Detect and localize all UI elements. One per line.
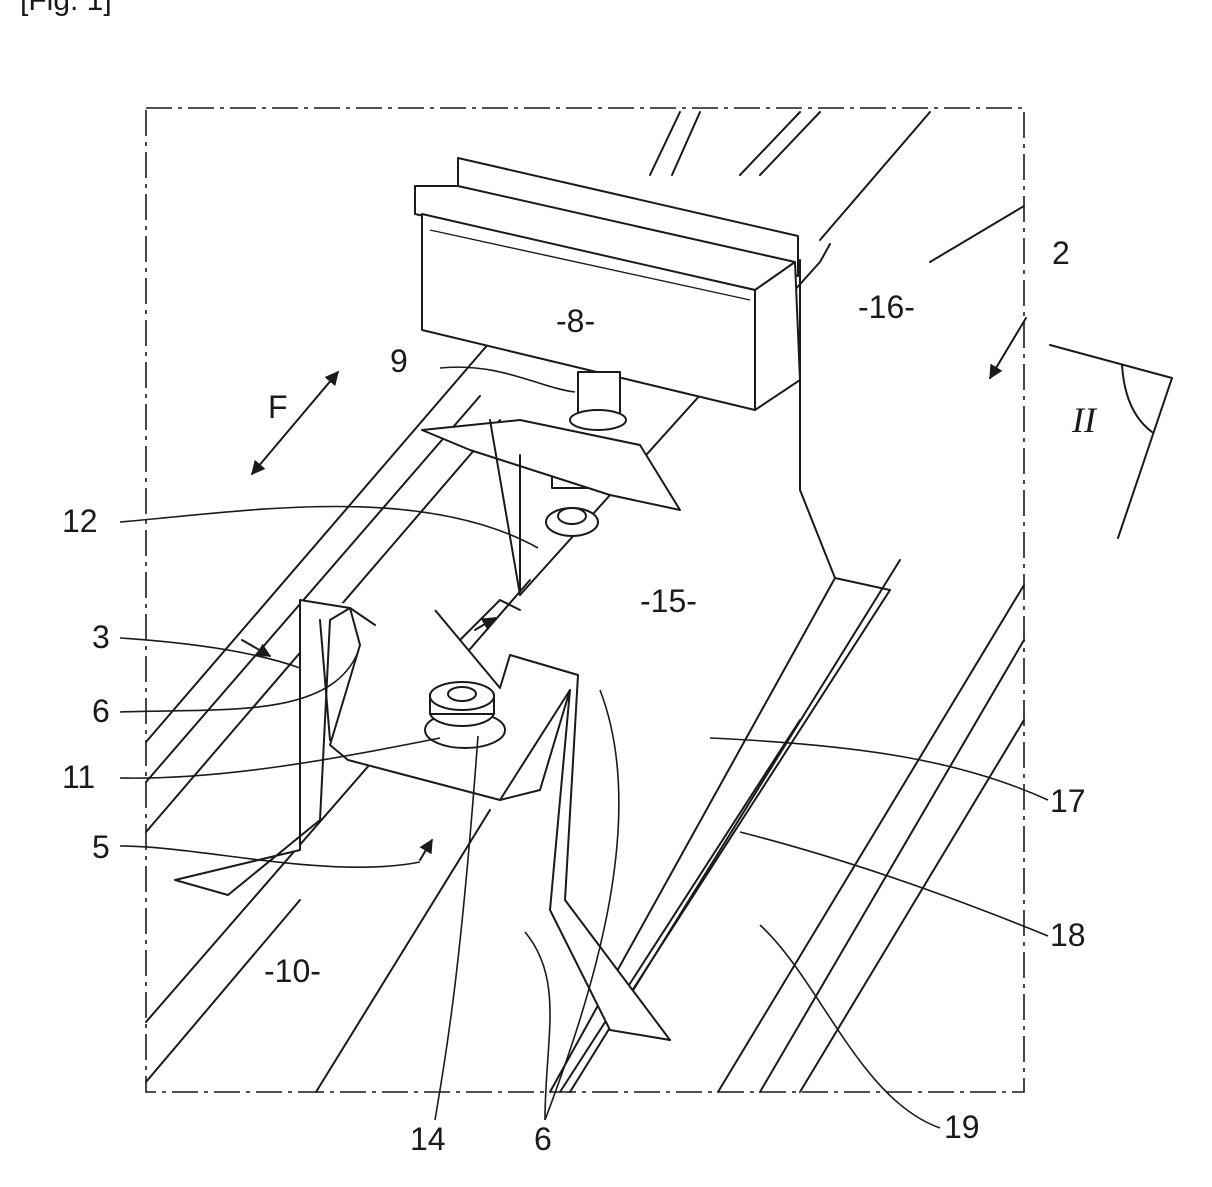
label-6-left: 6 (92, 693, 110, 729)
upper-slider-plate (422, 420, 680, 595)
label-11: 11 (62, 759, 95, 795)
label-5: 5 (92, 829, 110, 865)
label-ii: II (1071, 400, 1098, 440)
arrow-f (252, 372, 338, 474)
arrow-2 (990, 318, 1026, 378)
label-12: 12 (62, 503, 98, 539)
label-6-bottom: 6 (534, 1121, 552, 1157)
section-marker (1050, 345, 1172, 538)
label-15: -15- (640, 583, 697, 619)
label-9: 9 (390, 343, 408, 379)
figure-header: [Fig. 1] (20, 0, 112, 17)
label-17: 17 (1050, 783, 1086, 819)
label-10: -10- (264, 953, 321, 989)
direction-arrows (242, 318, 1026, 860)
label-f: F (268, 389, 288, 425)
label-3: 3 (92, 619, 110, 655)
label-19: 19 (944, 1109, 980, 1145)
arrow-5 (420, 840, 432, 860)
sheet-bracket (175, 600, 670, 1040)
label-16: -16- (858, 289, 915, 325)
label-14: 14 (410, 1121, 446, 1157)
label-2: 2 (1052, 235, 1070, 271)
label-8: -8- (556, 303, 595, 339)
label-18: 18 (1050, 917, 1086, 953)
